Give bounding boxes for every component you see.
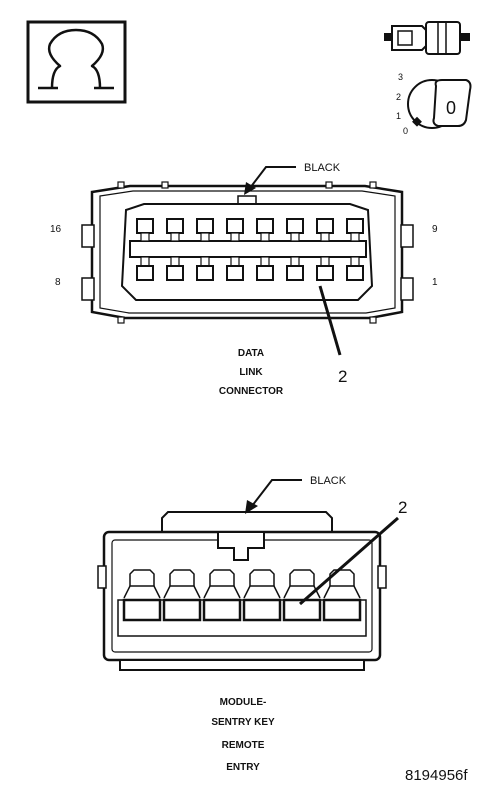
module-name-line-1: MODULE- <box>220 697 267 708</box>
ignition-key-label: 0 <box>446 98 456 118</box>
module-terminal <box>282 598 322 622</box>
dlc-pin-upper <box>256 218 274 234</box>
dlc-pin-lower-stem <box>320 256 330 267</box>
dlc-color-callout: BLACK <box>244 162 341 195</box>
module-name-line-2: SENTRY KEY <box>211 717 275 728</box>
module-terminal-shoulder <box>163 585 201 599</box>
dlc-pin-upper <box>166 218 184 234</box>
ignition-pos-0: 0 <box>403 126 408 136</box>
dlc-name-line-1: DATA <box>238 348 264 359</box>
dlc-pin-upper-stem <box>170 232 180 242</box>
module-terminal-shoulder <box>323 585 361 599</box>
dlc-color-label: BLACK <box>304 162 341 174</box>
module-name-line-4: ENTRY <box>226 762 260 773</box>
dlc-pin-lower <box>346 265 364 281</box>
module-terminal-latch <box>209 569 235 586</box>
dlc-pin-lower <box>226 265 244 281</box>
dlc-pin-9-label: 9 <box>432 224 438 235</box>
dlc-pin-lower-stem <box>260 256 270 267</box>
module-color-label: BLACK <box>310 475 347 487</box>
dlc-callout-number: 2 <box>338 367 347 386</box>
dlc-pin-upper-stem <box>350 232 360 242</box>
module-color-callout: BLACK <box>245 475 347 514</box>
dlc-name-line-3: CONNECTOR <box>219 386 284 397</box>
dlc-pin-1-label: 1 <box>432 277 438 288</box>
dlc-pin-lower-stem <box>170 256 180 267</box>
data-link-connector <box>81 181 414 324</box>
dlc-callout-2: 2 <box>318 285 347 386</box>
module-terminal-latch <box>129 569 155 586</box>
dlc-pin-upper-stem <box>260 232 270 242</box>
dlc-pin-upper <box>286 218 304 234</box>
dlc-pin-lower <box>286 265 304 281</box>
dlc-pin-lower <box>316 265 334 281</box>
ignition-key-icon: 3 2 1 0 0 <box>396 72 472 136</box>
ignition-pos-3: 3 <box>398 72 403 82</box>
dlc-pin-8-label: 8 <box>55 277 61 288</box>
dlc-pin-upper-stem <box>320 232 330 242</box>
figure-id: 8194956f <box>405 767 468 784</box>
module-terminal-latch <box>289 569 315 586</box>
dlc-pin-lower <box>256 265 274 281</box>
dlc-pin-lower <box>136 265 154 281</box>
dlc-pin-lower-stem <box>200 256 210 267</box>
dlc-name-line-2: LINK <box>239 367 263 378</box>
dlc-pin-lower <box>166 265 184 281</box>
dlc-pin-upper-stem <box>230 232 240 242</box>
module-terminal-latch <box>169 569 195 586</box>
dlc-pin-upper <box>136 218 154 234</box>
module-name-line-3: REMOTE <box>222 740 265 751</box>
dlc-pin-upper <box>196 218 214 234</box>
dlc-pin-lower <box>196 265 214 281</box>
dlc-pin-upper <box>226 218 244 234</box>
module-terminal <box>322 598 362 622</box>
dlc-pin-upper-stem <box>200 232 210 242</box>
ignition-pos-2: 2 <box>396 92 401 102</box>
module-terminal <box>242 598 282 622</box>
module-terminal <box>202 598 242 622</box>
module-callout-number: 2 <box>398 498 407 517</box>
module-callout-2: 2 <box>299 498 407 606</box>
dlc-pin-upper <box>316 218 334 234</box>
dlc-pin-lower-stem <box>230 256 240 267</box>
dlc-pin-lower-stem <box>140 256 150 267</box>
module-connector <box>97 511 387 671</box>
dlc-pin-lower-stem <box>290 256 300 267</box>
connector-plug-icon <box>384 21 470 55</box>
dlc-pin-16-label: 16 <box>50 224 62 235</box>
ignition-pos-1: 1 <box>396 111 401 121</box>
module-terminal-shoulder <box>203 585 241 599</box>
ohm-symbol-icon <box>26 20 127 104</box>
dlc-pin-upper-stem <box>290 232 300 242</box>
dlc-pin-upper <box>346 218 364 234</box>
module-terminal <box>122 598 162 622</box>
module-terminal-latch <box>329 569 355 586</box>
module-terminal-latch <box>249 569 275 586</box>
module-terminal-shoulder <box>123 585 161 599</box>
module-terminal-shoulder <box>243 585 281 599</box>
module-terminal <box>162 598 202 622</box>
dlc-pin-lower-stem <box>350 256 360 267</box>
dlc-pin-upper-stem <box>140 232 150 242</box>
